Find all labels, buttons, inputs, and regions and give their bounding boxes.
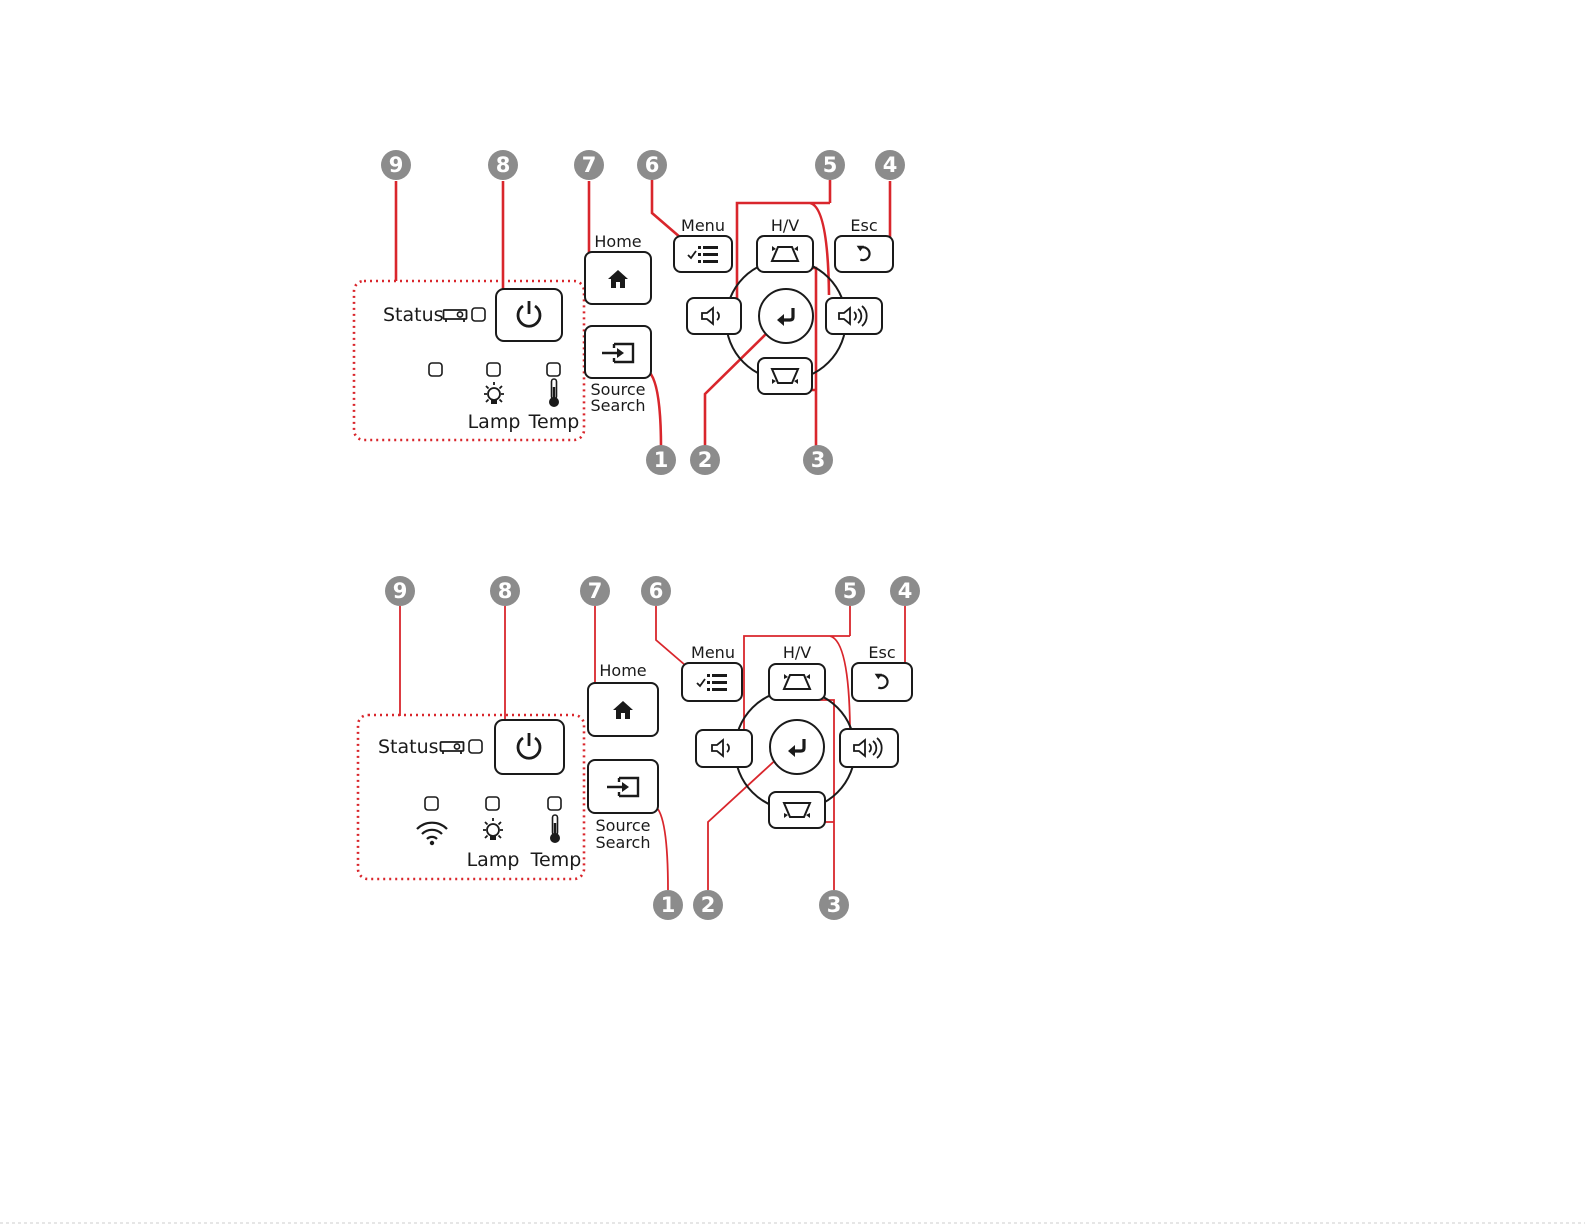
status-indicator [469, 740, 482, 753]
temp-indicator [548, 797, 561, 810]
volume-up-button[interactable] [826, 298, 882, 334]
enter-button[interactable] [770, 720, 824, 774]
menu-button[interactable] [682, 663, 742, 701]
keystone-down-button[interactable] [758, 358, 812, 394]
volume-up-button[interactable] [840, 729, 898, 767]
home-button[interactable] [588, 683, 658, 736]
callout-number: 9 [389, 153, 404, 177]
lamp-icon [484, 382, 504, 404]
volume-down-button[interactable] [696, 730, 752, 767]
home-button[interactable] [585, 252, 651, 304]
callout-number: 8 [498, 579, 513, 603]
callout-number: 9 [393, 579, 408, 603]
power-button[interactable] [496, 289, 562, 341]
status-label: Status [383, 304, 444, 326]
callout-number: 1 [661, 893, 676, 917]
status-indicator [472, 308, 485, 321]
callout-number: 6 [649, 579, 664, 603]
thermometer-icon [550, 815, 560, 843]
callout-number: 4 [883, 153, 898, 177]
home-label: Home [594, 232, 641, 251]
callout-number: 6 [645, 153, 660, 177]
lamp-indicator [486, 797, 499, 810]
source-search-button[interactable] [585, 326, 651, 378]
temp-label: Temp [528, 411, 580, 433]
power-button[interactable] [495, 720, 564, 774]
volume-down-button[interactable] [687, 298, 741, 334]
control-panel-top: Home Menu H/V Esc Source Search Status L… [354, 150, 905, 475]
keystone-down-button[interactable] [769, 792, 825, 828]
wifi-icon [417, 823, 447, 846]
temp-indicator [547, 363, 560, 376]
source-search-button[interactable] [588, 760, 658, 813]
callout-number: 5 [823, 153, 838, 177]
projector-icon [444, 310, 467, 322]
menu-button[interactable] [674, 236, 732, 272]
callout-number: 4 [898, 579, 913, 603]
callout-number: 3 [827, 893, 842, 917]
esc-button[interactable] [852, 663, 912, 701]
hv-label: H/V [771, 216, 799, 235]
thermometer-icon [549, 379, 559, 407]
callout-number: 2 [698, 448, 713, 472]
lamp-icon [483, 818, 503, 840]
callout-number: 1 [654, 448, 669, 472]
esc-button[interactable] [835, 236, 893, 272]
keystone-up-button[interactable] [769, 664, 825, 700]
home-label: Home [599, 661, 646, 680]
lamp-label: Lamp [468, 411, 521, 433]
status-label: Status [378, 736, 439, 758]
hv-label: H/V [783, 643, 811, 662]
callout-number: 7 [582, 153, 597, 177]
lamp-indicator [487, 363, 500, 376]
callout-number: 3 [811, 448, 826, 472]
control-panel-bottom: Home Menu H/V Esc Source Search Status L… [358, 576, 920, 920]
wifi-indicator [425, 797, 438, 810]
enter-button[interactable] [759, 289, 813, 343]
callout-number: 8 [496, 153, 511, 177]
esc-label: Esc [868, 643, 895, 662]
search-label: Search [596, 833, 651, 852]
callout-number: 7 [588, 579, 603, 603]
callout-number: 5 [843, 579, 858, 603]
callout-number: 2 [701, 893, 716, 917]
esc-label: Esc [850, 216, 877, 235]
menu-label: Menu [681, 216, 725, 235]
temp-label: Temp [530, 849, 582, 871]
search-label: Search [591, 396, 646, 415]
lamp-label: Lamp [467, 849, 520, 871]
projector-icon [441, 742, 464, 754]
indicator-light [429, 363, 442, 376]
menu-label: Menu [691, 643, 735, 662]
keystone-up-button[interactable] [757, 236, 813, 272]
